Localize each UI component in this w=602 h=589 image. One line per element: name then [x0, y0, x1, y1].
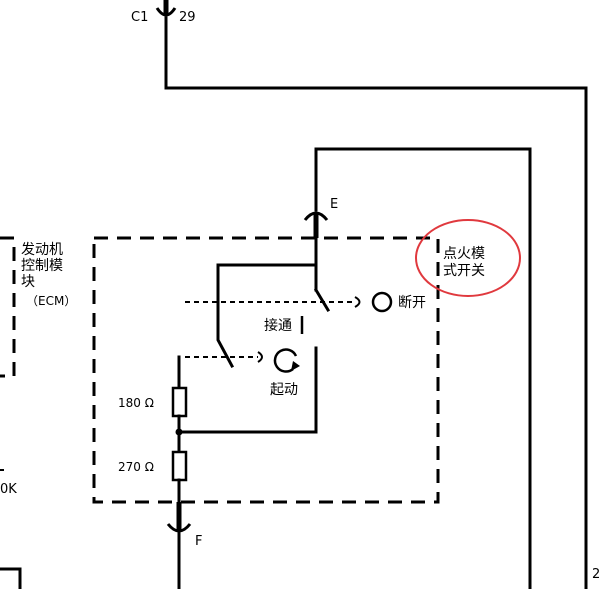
ignition-switch-label: 点火模 式开关 — [415, 219, 521, 297]
ecm-label-line4: （ECM） — [26, 294, 76, 308]
pin-e-label: E — [330, 197, 338, 212]
ecm-bracket — [0, 236, 16, 378]
position-off-label: 断开 — [398, 295, 426, 311]
ecm-label-line3: 块 — [21, 274, 35, 290]
switch-blade-off — [313, 287, 331, 313]
resistor-270 — [171, 450, 188, 482]
resistor-180-label: 180 Ω — [118, 396, 154, 410]
start-spring-return-icon — [273, 348, 298, 373]
wire-c1-to-right — [164, 16, 588, 589]
start-arrow-head — [291, 361, 300, 371]
edge-left-box — [0, 567, 22, 589]
wire-internal-top — [216, 236, 318, 369]
edge-left-fragment: 0K — [0, 482, 17, 497]
junction-dot — [175, 428, 183, 436]
wire-e-to-right — [314, 147, 532, 589]
ignition-switch-box — [92, 236, 440, 504]
ecm-label: 发动机 控制模 块 （ECM） — [21, 242, 76, 308]
position-start-label: 起动 — [270, 382, 298, 398]
connector-c1-pin: 29 — [179, 10, 196, 25]
ecm-label-line1: 发动机 — [21, 242, 63, 258]
connector-c1-name: C1 — [131, 10, 148, 25]
start-cam-icon — [257, 351, 263, 363]
position-on-label: 接通 — [264, 317, 292, 334]
pin-f-label: F — [195, 534, 202, 549]
resistor-270-label: 270 Ω — [118, 460, 154, 474]
switch-label-line2: 式开关 — [443, 263, 485, 279]
switch-label-line1: 点火模 — [443, 246, 485, 262]
off-position-icon — [371, 291, 393, 313]
off-cam-icon — [354, 296, 361, 308]
connector-f: F — [166, 502, 202, 549]
connector-c1: C1 29 — [131, 0, 196, 25]
ecm-label-line2: 控制模 — [21, 258, 63, 274]
resistor-180 — [171, 386, 188, 418]
connector-e: E — [303, 197, 338, 238]
highlight-circle — [415, 219, 521, 297]
edge-right-fragment: 2 — [592, 567, 600, 582]
